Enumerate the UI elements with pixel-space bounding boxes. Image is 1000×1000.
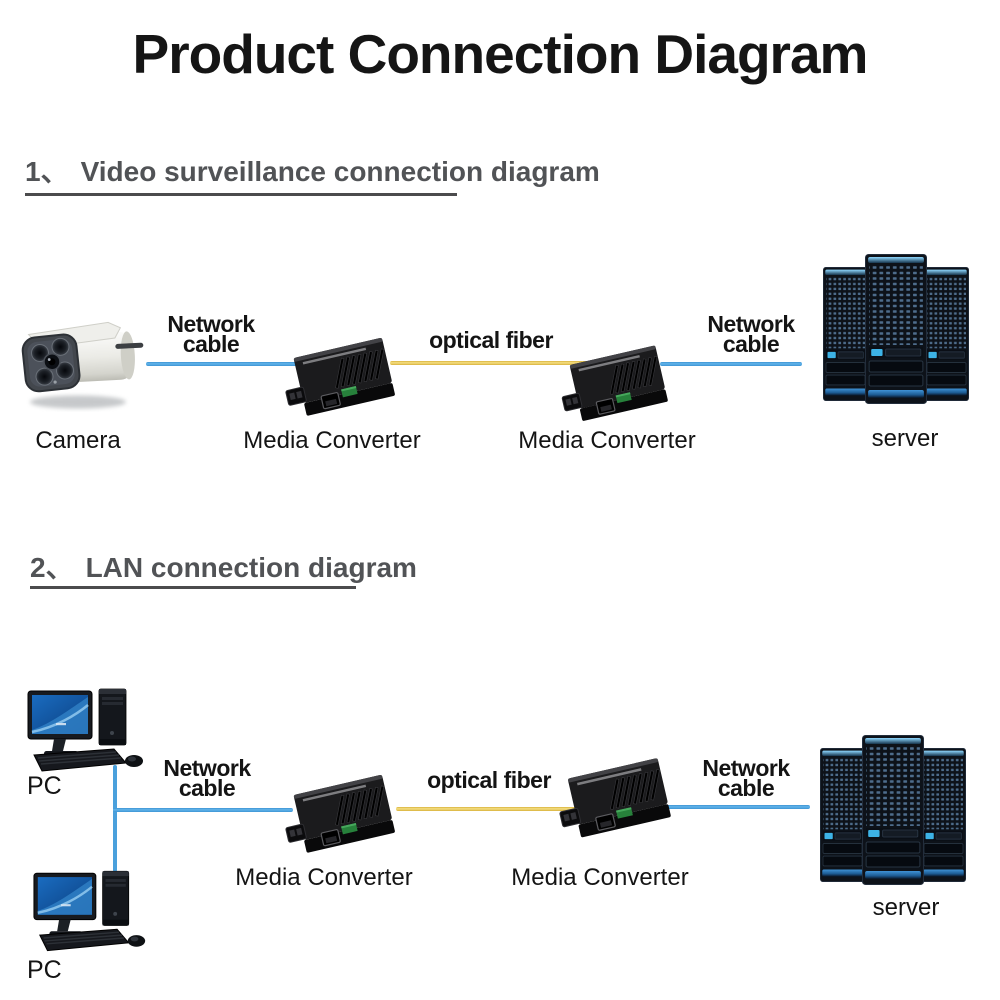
section-1-heading-underline: [25, 193, 457, 196]
network-cable-label: Network cable: [707, 311, 795, 357]
network-cable-line-vertical: [113, 765, 117, 872]
media-converter-icon: [283, 333, 404, 419]
network-cable-label: Network cable: [167, 311, 255, 357]
section-1-number: 1、: [25, 156, 69, 187]
section-1-heading: 1、 Video surveillance connection diagram: [25, 150, 600, 190]
server-label: server: [872, 894, 940, 921]
camera-icon: [12, 310, 150, 412]
section-1-heading-text: Video surveillance connection diagram: [80, 156, 600, 187]
network-cable-label: Network cable: [702, 755, 790, 801]
pc-label: PC: [27, 956, 62, 984]
optical-fiber-line: [396, 807, 588, 811]
server-icon: [823, 254, 969, 404]
optical-fiber-label: optical fiber: [427, 767, 551, 793]
network-cable-line: [113, 808, 293, 812]
camera-label: Camera: [35, 427, 121, 454]
section-2-heading: 2、 LAN connection diagram: [30, 546, 417, 586]
pc-label: PC: [27, 772, 62, 800]
media-converter-label: Media Converter: [511, 864, 689, 891]
optical-fiber-label: optical fiber: [429, 327, 553, 353]
media-converter-icon: [559, 341, 677, 424]
media-converter-label: Media Converter: [518, 427, 696, 454]
network-cable-line: [662, 805, 810, 809]
optical-fiber-line: [390, 361, 590, 365]
media-converter-icon: [283, 770, 404, 856]
pc-icon: [32, 865, 150, 953]
section-2-number: 2、: [30, 552, 74, 583]
section-2-heading-underline: [30, 586, 356, 589]
media-converter-icon: [557, 752, 680, 842]
server-icon: [820, 735, 966, 885]
server-label: server: [871, 425, 939, 452]
network-cable-line: [660, 362, 802, 366]
network-cable-label: Network cable: [163, 755, 251, 801]
page-title: Product Connection Diagram: [132, 23, 869, 85]
media-converter-label: Media Converter: [243, 427, 421, 454]
pc-icon: [26, 683, 148, 773]
media-converter-label: Media Converter: [235, 864, 413, 891]
section-2-heading-text: LAN connection diagram: [85, 552, 417, 583]
network-cable-line: [146, 362, 314, 366]
